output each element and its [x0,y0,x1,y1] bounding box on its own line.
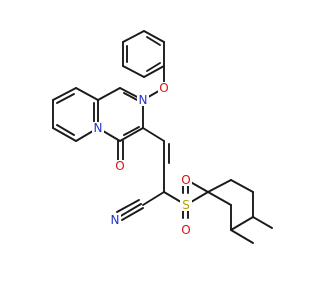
tolyl-ring [186,179,254,244]
nitrile-triple-2 [121,207,144,221]
pyridine-ring [52,87,99,142]
nitrile-triple-1 [118,203,142,218]
n-ring2-label: N [94,121,103,135]
o-sulfonyl2-label: O [181,223,190,237]
atom-labels: N N O O N S O O [92,81,192,237]
o-ether-label: O [159,81,168,95]
molecule-canvas: N N O O N S O O [52,30,273,244]
n-ring1-label: N [139,93,148,107]
phenyl-ring [122,30,165,78]
molecule-structure: N N O O N S O O [52,30,273,244]
n-nitrile-label: N [111,213,120,227]
methyl-bond [252,216,273,229]
nitrile-triple-3 [116,199,140,213]
o-sulfonyl1-label: O [181,173,190,187]
nitrile-bond-1 [142,191,165,206]
s-sulfonyl-label: S [182,198,190,212]
o-carbonyl-label: O [115,159,124,173]
pyrimidinone-ring [97,87,144,142]
vinyl-bond-1 [142,127,165,142]
